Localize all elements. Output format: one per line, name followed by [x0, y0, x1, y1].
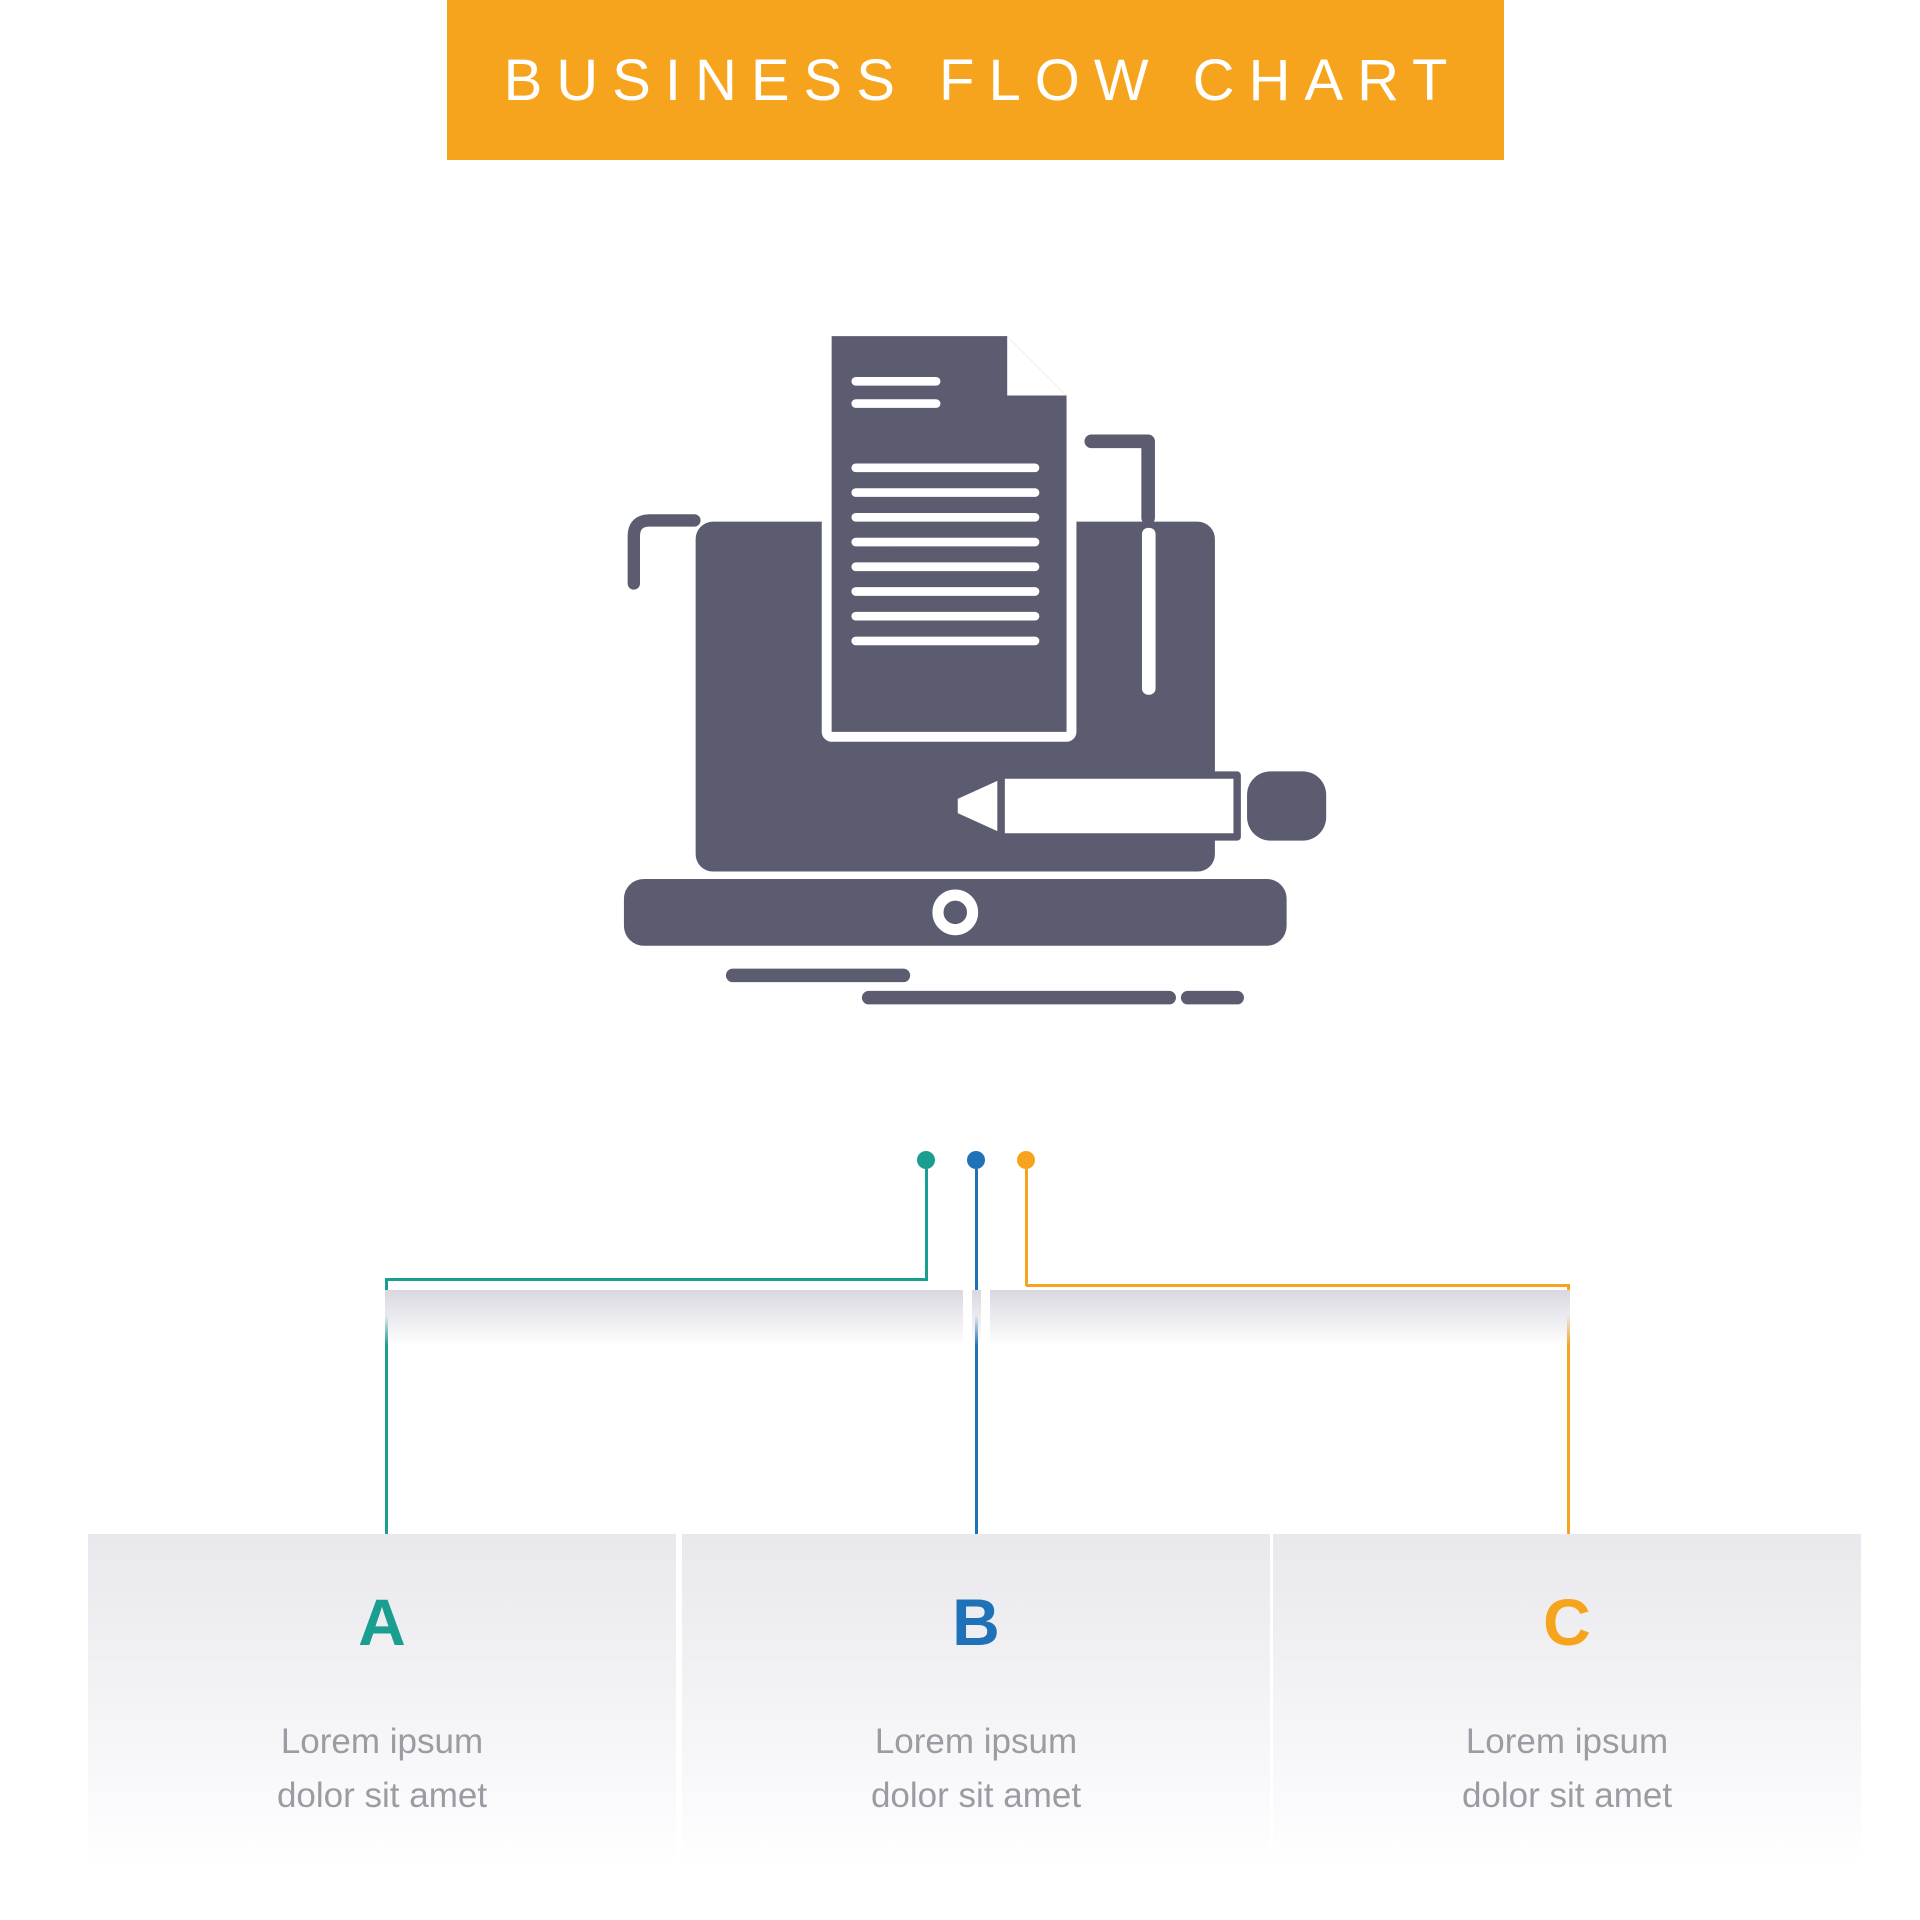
document-text-lines	[851, 376, 1040, 646]
connector-line-c-down	[1567, 1284, 1570, 1592]
echo-page-line	[1084, 434, 1155, 525]
document-fold-corner	[1007, 336, 1067, 396]
branch-text-b-line1: Lorem ipsum	[874, 1721, 1078, 1761]
connector-shelf	[385, 1290, 1570, 1346]
shelf-gap-left	[963, 1290, 972, 1346]
branch-text-a-line2: dolor sit amet	[276, 1775, 488, 1815]
connector-dot-b	[967, 1151, 985, 1169]
connector-line-a-drop	[925, 1169, 928, 1280]
connector-line-a-across	[385, 1278, 928, 1281]
pencil-icon	[929, 771, 1327, 841]
connector-line-c-drop	[1025, 1169, 1028, 1286]
card-a: A Lorem ipsum dolor sit amet	[88, 1534, 676, 1864]
title-banner: BUSINESS FLOW CHART	[447, 0, 1504, 160]
connector-line-b-down	[975, 1169, 978, 1592]
ground-lines	[725, 968, 1244, 1005]
branch-letter-c: C	[1543, 1585, 1591, 1659]
connector-line-c-across	[1026, 1284, 1570, 1287]
laptop-document-pencil-icon	[623, 330, 1327, 1005]
connector-line-a-down	[385, 1278, 388, 1592]
branch-text-c: Lorem ipsum dolor sit amet	[1273, 1715, 1861, 1824]
branch-text-c-line2: dolor sit amet	[1461, 1775, 1673, 1815]
card-b: B Lorem ipsum dolor sit amet	[682, 1534, 1270, 1864]
connector-dot-a	[917, 1151, 935, 1169]
branch-letter-b: B	[952, 1585, 1000, 1659]
branch-text-b: Lorem ipsum dolor sit amet	[682, 1715, 1270, 1824]
document-sheet	[831, 336, 1067, 732]
decor-line-left	[627, 514, 701, 590]
connector-dot-c	[1017, 1151, 1035, 1169]
branch-text-a-line1: Lorem ipsum	[280, 1721, 484, 1761]
branch-text-b-line2: dolor sit amet	[870, 1775, 1082, 1815]
laptop-base	[623, 878, 1287, 946]
card-c: C Lorem ipsum dolor sit amet	[1273, 1534, 1861, 1864]
shelf-gap-right	[981, 1290, 990, 1346]
branch-text-a: Lorem ipsum dolor sit amet	[88, 1715, 676, 1824]
branch-letter-a: A	[358, 1585, 406, 1659]
page-title: BUSINESS FLOW CHART	[503, 47, 1462, 113]
echo-page-line-knockout	[1141, 527, 1156, 695]
branch-text-c-line1: Lorem ipsum	[1465, 1721, 1669, 1761]
laptop-base-button	[932, 889, 979, 936]
